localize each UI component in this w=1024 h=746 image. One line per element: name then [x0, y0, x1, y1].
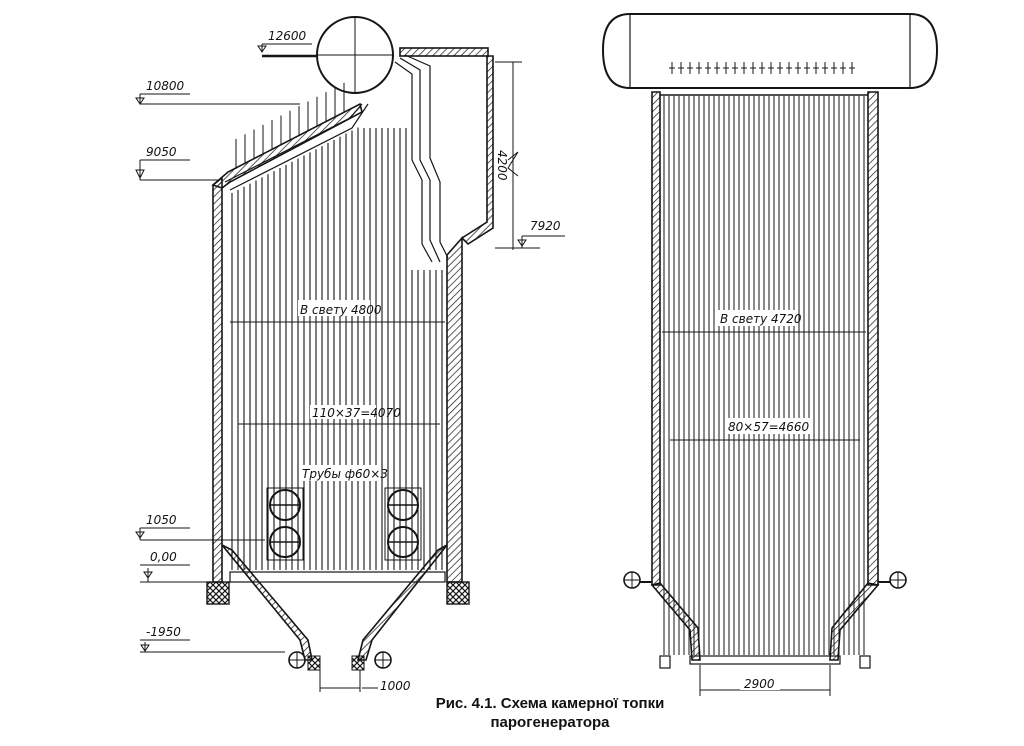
steam-drum-side: [601, 13, 939, 89]
elevation-1050: 1050: [135, 513, 265, 541]
elevation-0: 0,00: [140, 550, 210, 583]
height-dimension-label: 4200: [495, 150, 509, 181]
burner-group-right: [384, 487, 422, 561]
left-view: 12600 10800 9050 7920 1050: [135, 16, 565, 693]
left-furnace-wall: [212, 176, 223, 583]
elevation-9050: 9050: [135, 145, 220, 181]
right-view-left-wall: [651, 91, 661, 586]
caption-line-1: Рис. 4.1. Схема камерної топки: [435, 695, 665, 712]
burner-group-left: [266, 487, 304, 561]
elevation-1050-label: 1050: [146, 513, 177, 527]
right-view: В свету 4720 80×57=4660 2900: [601, 13, 939, 696]
left-tube-pitch-label: 110×37=4070: [312, 406, 401, 420]
right-screen-tubes: [663, 96, 865, 655]
left-screen-tubes: [231, 127, 443, 570]
left-clear-width-label: В свету 4800: [300, 303, 382, 317]
right-clear-width-label: В свету 4720: [720, 312, 802, 326]
caption-line-2: парогенератора: [490, 714, 610, 731]
roof-tube-ends: [235, 82, 345, 169]
elevation-0-label: 0,00: [150, 550, 177, 564]
elevation-12600: 12600: [257, 29, 312, 53]
left-throat-width-label: 1000: [380, 679, 411, 693]
elevation-minus-1950-label: -1950: [146, 625, 181, 639]
elevation-minus-1950: -1950: [140, 625, 285, 653]
elevation-9050-label: 9050: [146, 145, 177, 159]
right-hopper-left: [650, 582, 701, 661]
elevation-10800-label: 10800: [146, 79, 185, 93]
figure-caption: Рис. 4.1. Схема камерної топки парогенер…: [360, 694, 740, 732]
elevation-12600-label: 12600: [268, 29, 307, 43]
right-furnace-wall: [446, 235, 463, 583]
right-view-right-wall: [867, 91, 879, 586]
drum-tube-ends: [669, 62, 855, 74]
left-hopper-right: [356, 544, 448, 661]
right-tube-pitch-label: 80×57=4660: [728, 420, 810, 434]
elevation-7920-label: 7920: [530, 219, 561, 233]
tubes-label: Трубы ф60×3: [302, 467, 388, 481]
right-throat-width-label: 2900: [744, 677, 775, 691]
right-hopper-right: [829, 582, 880, 661]
elevation-10800: 10800: [135, 79, 300, 105]
elevation-7920: 7920: [517, 219, 565, 248]
